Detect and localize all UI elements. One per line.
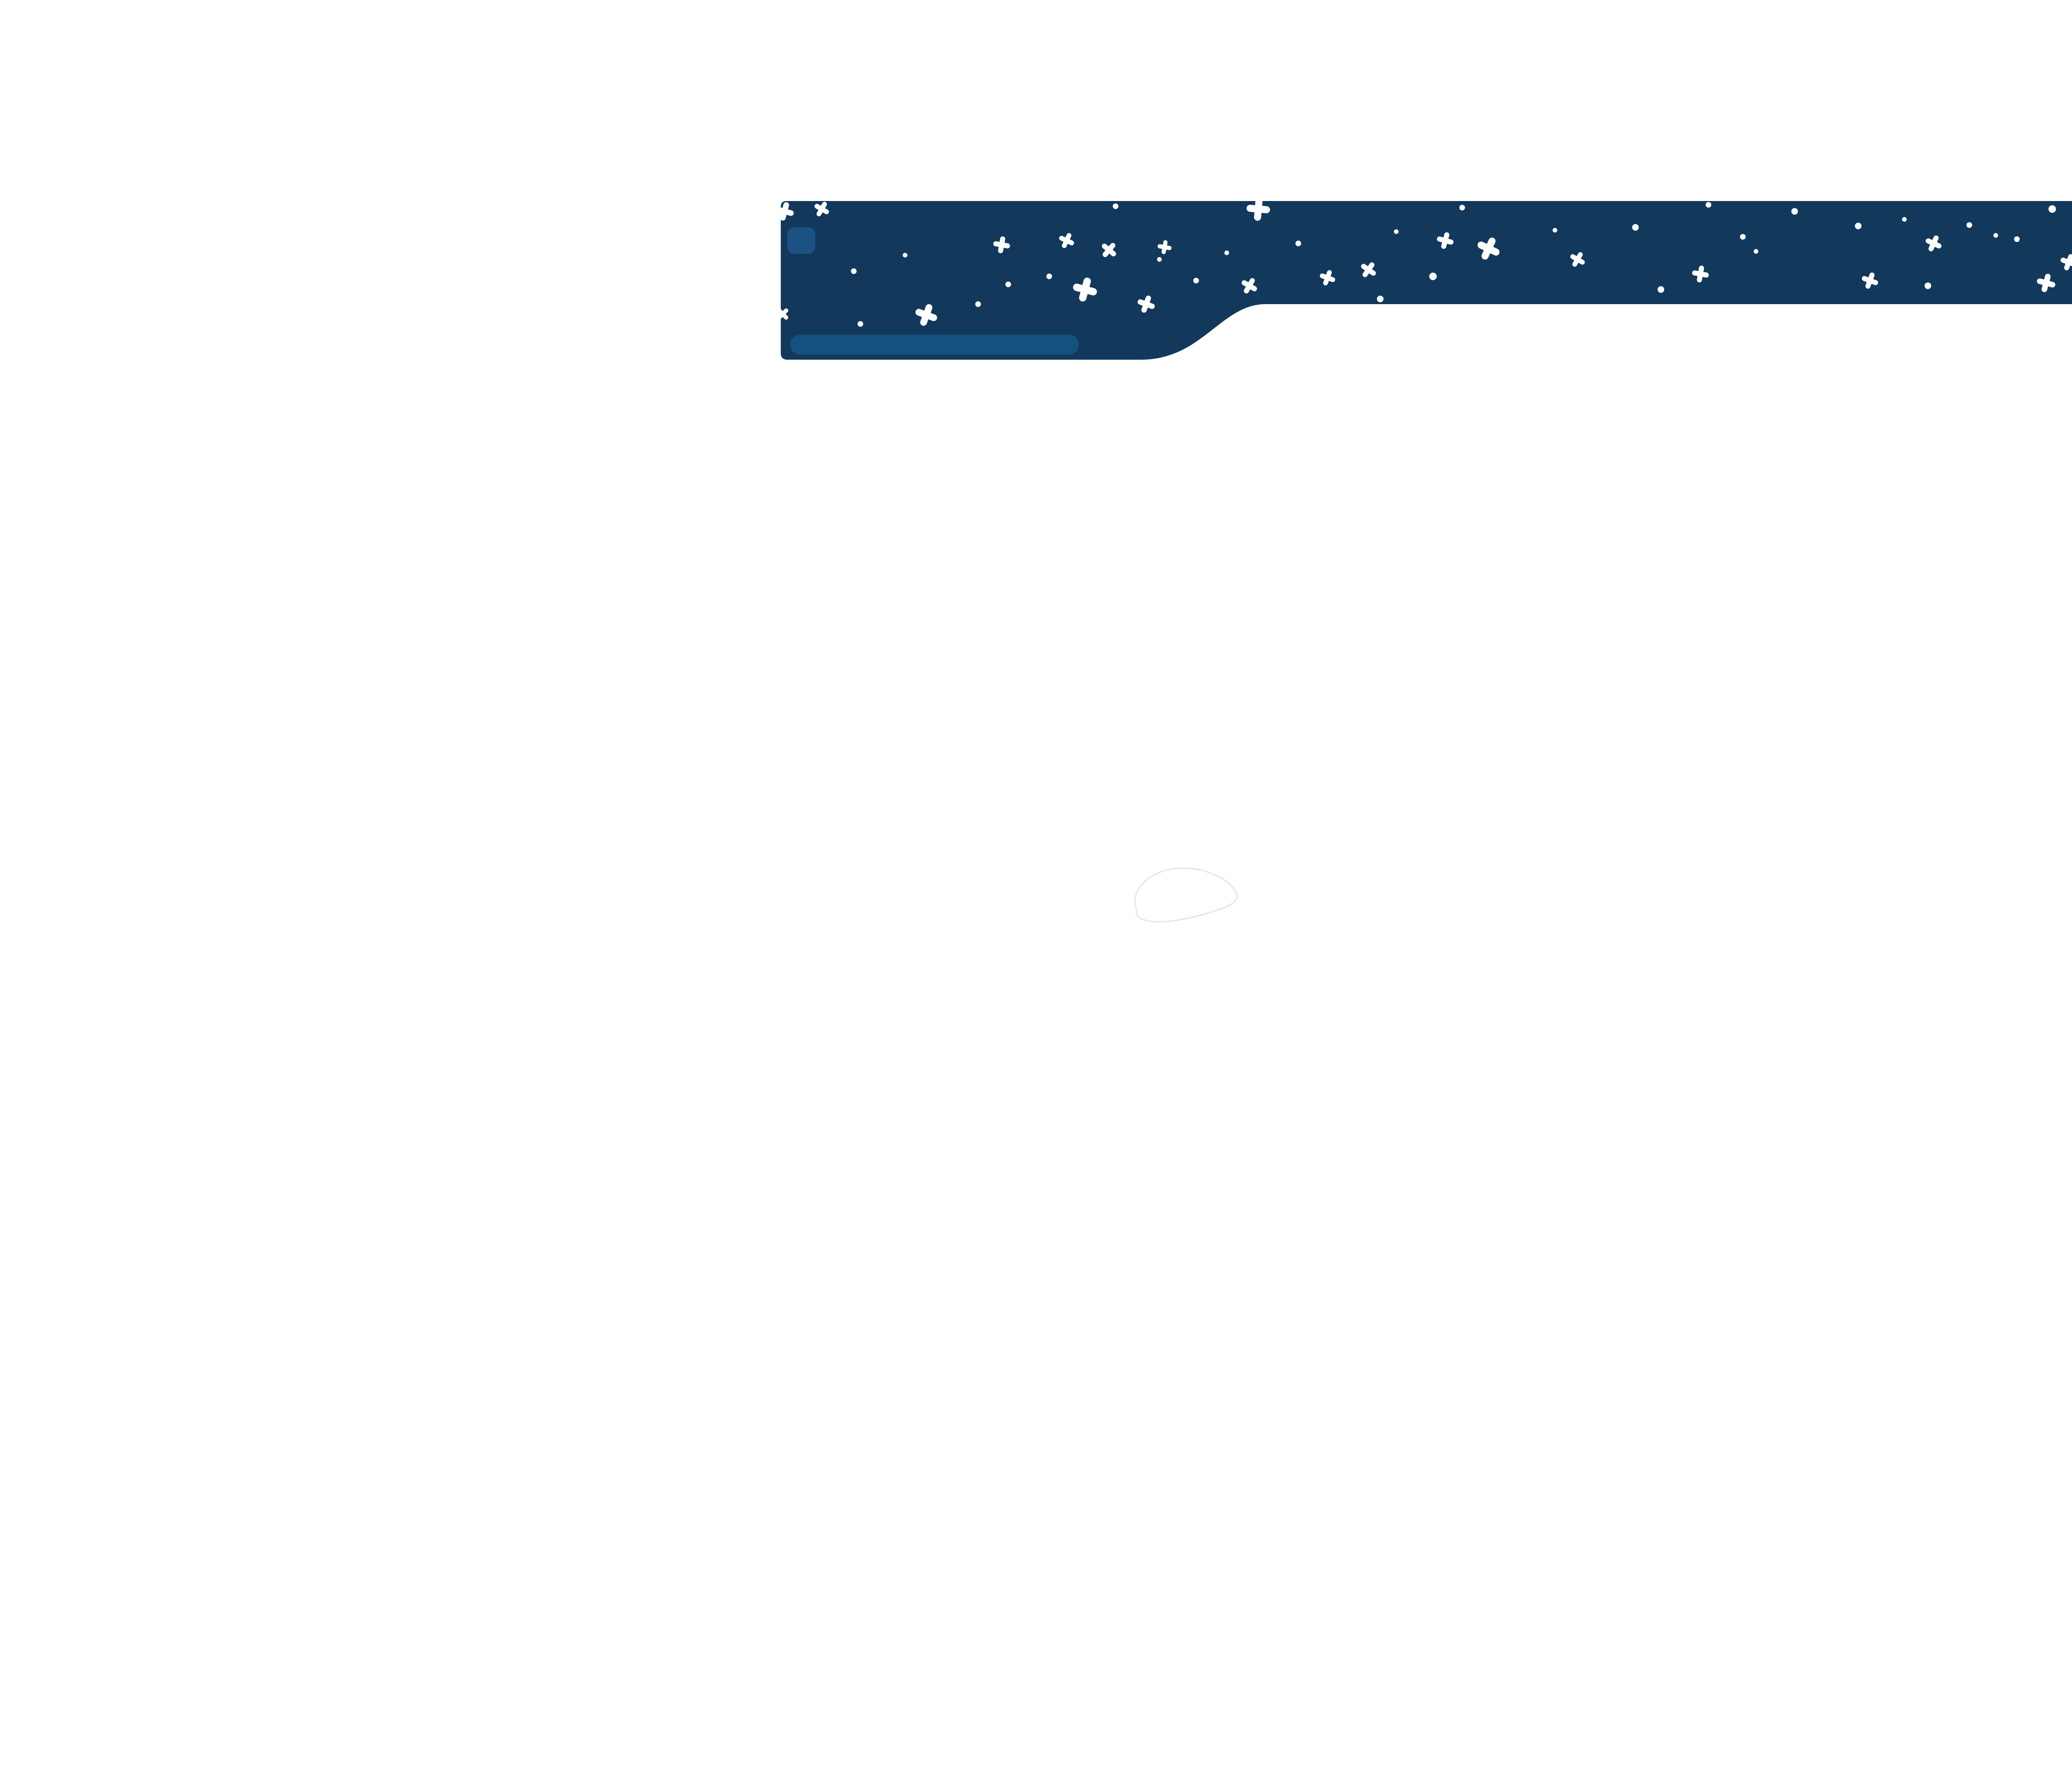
faint-sketch-path xyxy=(1134,867,1238,923)
faint-sketch-shape xyxy=(1134,867,1238,923)
hero-banner xyxy=(781,201,2072,360)
sparkles-layer xyxy=(781,201,2072,327)
banner-background-path xyxy=(781,201,2072,360)
banner-title-placeholder-bar xyxy=(790,335,1079,355)
banner-shape xyxy=(781,201,2072,360)
banner-logo-badge[interactable] xyxy=(787,227,815,254)
